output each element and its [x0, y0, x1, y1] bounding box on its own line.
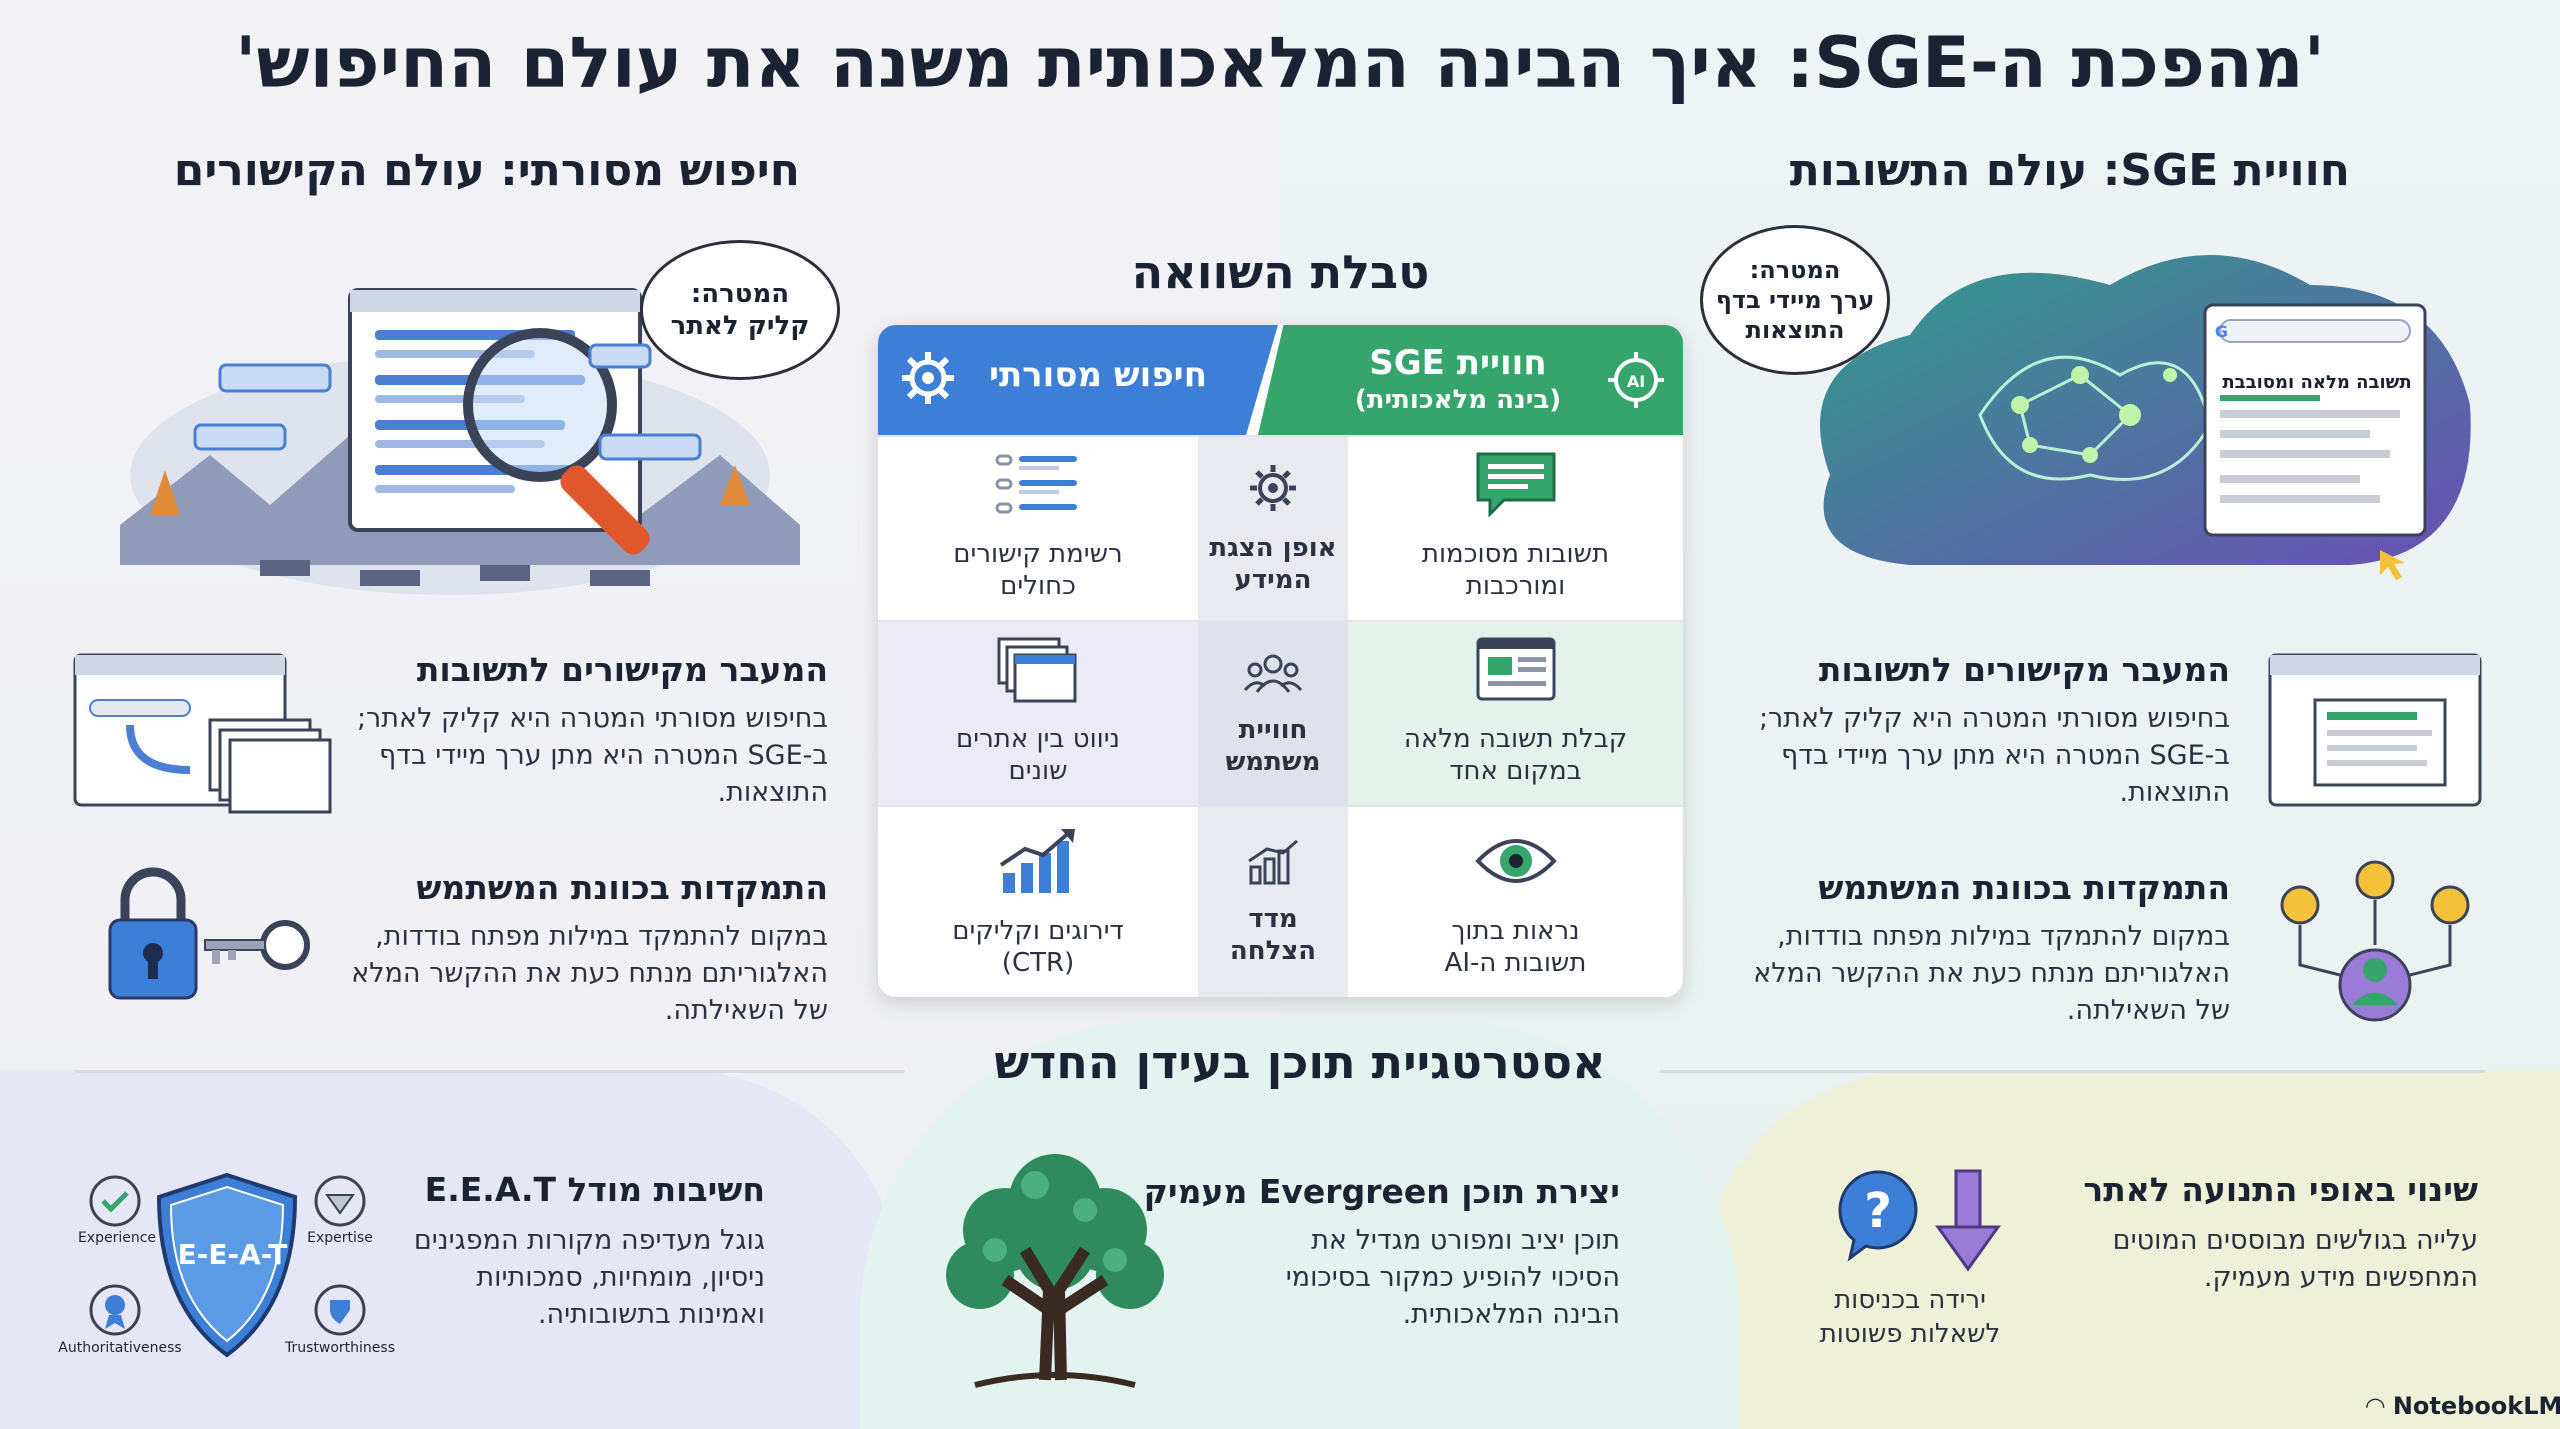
sge-value: קבלת תשובה מלאה במקום אחד: [1403, 724, 1628, 786]
right-section-2-heading: התמקדות בכוונת המשתמש: [1818, 868, 2230, 907]
strategy-title: אסטרטגיית תוכן בעידן החדש: [994, 1035, 1606, 1089]
traffic-heading: שינוי באופי התנועה לאתר: [2083, 1170, 2478, 1209]
eeat-heading: חשיבות מודל E.E.A.T: [424, 1170, 765, 1209]
gear-icon: [1247, 462, 1299, 522]
traditional-cell: דירוגים וקליקים (CTR): [878, 807, 1198, 997]
left-section-2-heading: התמקדות בכוונת המשתמש: [416, 868, 828, 907]
table-row-user-experience: ניווט בין אתרים שונים חוויית משתמש קבלת …: [878, 620, 1683, 805]
eeat-label-experience: Experience: [77, 1230, 157, 1246]
user-intent-lightbulbs-icon: [2270, 845, 2480, 1025]
notebooklm-icon: ◠: [2366, 1392, 2393, 1420]
web-page-icon: [1474, 635, 1558, 713]
sge-value: נראות בתוך תשובות ה-AI: [1444, 916, 1587, 978]
eye-icon: [1474, 825, 1558, 905]
gear-icon: [900, 350, 956, 410]
criterion-label: אופן הצגת המידע: [1209, 532, 1337, 595]
traditional-value: רשימת קישורים כחולים: [953, 539, 1123, 601]
right-column-title: חוויית SGE: עולם התשובות: [1789, 145, 2350, 196]
traditional-search-illustration: [120, 225, 800, 605]
table-row-presentation: רשימת קישורים כחולים אופן הצגת המידע תשו…: [878, 435, 1683, 620]
brand-label: NotebookLM: [2392, 1392, 2560, 1420]
sge-header-label: חוויית SGE: [1369, 343, 1547, 383]
answer-browser-icon: [2265, 650, 2485, 810]
browser-windows-icon: [70, 650, 340, 820]
eeat-label-trustworthiness: Trustworthiness: [284, 1340, 395, 1356]
sge-header-sublabel: (בינה מלאכותית): [1354, 385, 1562, 415]
question-and-down-arrow-icon: ?: [1830, 1165, 2010, 1275]
criterion-label: חוויית משתמש: [1225, 714, 1321, 777]
bottom-right-panel: [1700, 1070, 2560, 1429]
traditional-value: דירוגים וקליקים (CTR): [952, 916, 1124, 978]
right-goal-bubble: המטרה: ערך מיידי בדף התוצאות: [1700, 225, 1890, 375]
sge-value: תשובות מסוכמות ומורכבות: [1421, 539, 1610, 601]
criterion-cell: חוויית משתמש: [1198, 622, 1348, 805]
eeat-shield-label: E-E-A-T: [177, 1238, 288, 1271]
svg-text:AI: AI: [1627, 372, 1645, 391]
right-section-1-heading: המעבר מקישורים לתשובות: [1818, 650, 2230, 689]
evergreen-tree-icon: [935, 1140, 1175, 1390]
ai-brain-icon: AI: [1606, 350, 1666, 414]
right-section-2-text: במקום להתמקד במילות מפתח בודדות, האלגורי…: [1753, 921, 2230, 1026]
sge-ai-brain-illustration: G: [1790, 225, 2480, 595]
bottom-left-panel: [0, 1070, 900, 1429]
growth-chart-icon: [995, 825, 1081, 905]
evergreen-text: תוכן יציב ומפורט מגדיל את הסיכוי להופיע …: [1285, 1225, 1620, 1330]
eeat-shield-graphic: [55, 1165, 400, 1365]
traditional-cell: רשימת קישורים כחולים: [878, 437, 1198, 620]
comparison-table: חיפוש מסורתי חוויית SGE (בינה מלאכותית) …: [878, 325, 1683, 997]
traffic-text: עלייה בגולשים מבוססים המוטים המחפשים מיד…: [2112, 1225, 2478, 1293]
traffic-caption: ירידה בכניסות לשאלות פשוטות: [1819, 1285, 2001, 1349]
page-title: 'מהפכת ה-SGE: איך הבינה המלאכותית משנה א…: [234, 22, 2326, 104]
traditional-value: ניווט בין אתרים שונים: [956, 724, 1120, 786]
left-section-1-heading: המעבר מקישורים לתשובות: [416, 650, 828, 689]
left-column-title: חיפוש מסורתי: עולם הקישורים: [173, 145, 800, 196]
svg-text:?: ?: [1864, 1183, 1892, 1239]
right-divider: [1660, 1070, 2485, 1073]
users-icon: [1243, 650, 1303, 704]
left-goal-bubble: המטרה: קליק לאתר: [640, 240, 840, 380]
lock-and-key-icon: [100, 865, 320, 1005]
chat-summary-icon: [1474, 450, 1558, 528]
sge-cell: קבלת תשובה מלאה במקום אחד: [1348, 622, 1683, 805]
brand-logo: ◠ NotebookLM: [2366, 1392, 2560, 1420]
bar-chart-icon: [1245, 837, 1301, 893]
sge-cell: נראות בתוך תשובות ה-AI: [1348, 807, 1683, 997]
comparison-title: טבלת השוואה: [1131, 245, 1430, 299]
svg-text:G: G: [2215, 322, 2228, 341]
traditional-cell: ניווט בין אתרים שונים: [878, 622, 1198, 805]
criterion-cell: אופן הצגת המידע: [1198, 437, 1348, 620]
sge-cell: תשובות מסוכמות ומורכבות: [1348, 437, 1683, 620]
criterion-label: מדד הצלחה: [1229, 904, 1317, 966]
answer-card-label: תשובה מלאה ומסובבת: [2222, 372, 2412, 393]
criterion-cell: מדד הצלחה: [1198, 807, 1348, 997]
left-section-1-text: בחיפוש מסורתי המטרה היא קליק לאתר; ב-SGE…: [356, 703, 828, 808]
eeat-label-expertise: Expertise: [307, 1230, 373, 1246]
right-section-1-text: בחיפוש מסורתי המטרה היא קליק לאתר; ב-SGE…: [1758, 703, 2230, 808]
traditional-header-label: חיפוש מסורתי: [988, 355, 1208, 395]
evergreen-heading: יצירת תוכן Evergreen מעמיק: [1143, 1172, 1620, 1211]
left-divider: [75, 1070, 905, 1073]
link-list-icon: [995, 450, 1081, 528]
left-section-2-text: במקום להתמקד במילות מפתח בודדות, האלגורי…: [351, 921, 828, 1026]
table-row-success-metric: דירוגים וקליקים (CTR) מדד הצלחה נראות בת…: [878, 805, 1683, 997]
stacked-windows-icon: [995, 635, 1081, 713]
eeat-label-authoritativeness: Authoritativeness: [58, 1340, 182, 1356]
eeat-text: גוגל מעדיפה מקורות המפגינים ניסיון, מומח…: [413, 1225, 765, 1330]
